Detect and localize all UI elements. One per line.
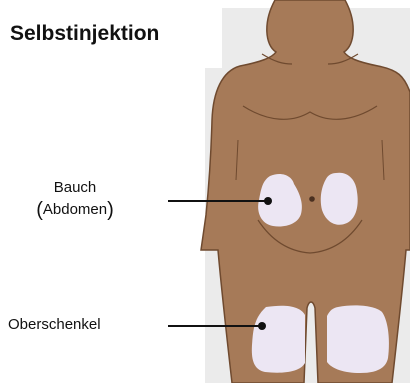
leader-dot-abdomen xyxy=(264,197,272,205)
injection-zone-abdomen-right xyxy=(321,173,358,225)
label-abdomen: Bauch (Abdomen) xyxy=(0,177,150,221)
label-thigh: Oberschenkel xyxy=(8,316,101,333)
label-abdomen-line1: Bauch xyxy=(0,177,150,199)
label-abdomen-line2: (Abdomen) xyxy=(0,199,150,221)
injection-zone-thigh-right xyxy=(327,305,389,373)
injection-zone-thigh-left xyxy=(252,306,305,373)
navel xyxy=(309,196,315,202)
leader-dot-thigh xyxy=(258,322,266,330)
diagram-title: Selbstinjektion xyxy=(10,22,159,46)
